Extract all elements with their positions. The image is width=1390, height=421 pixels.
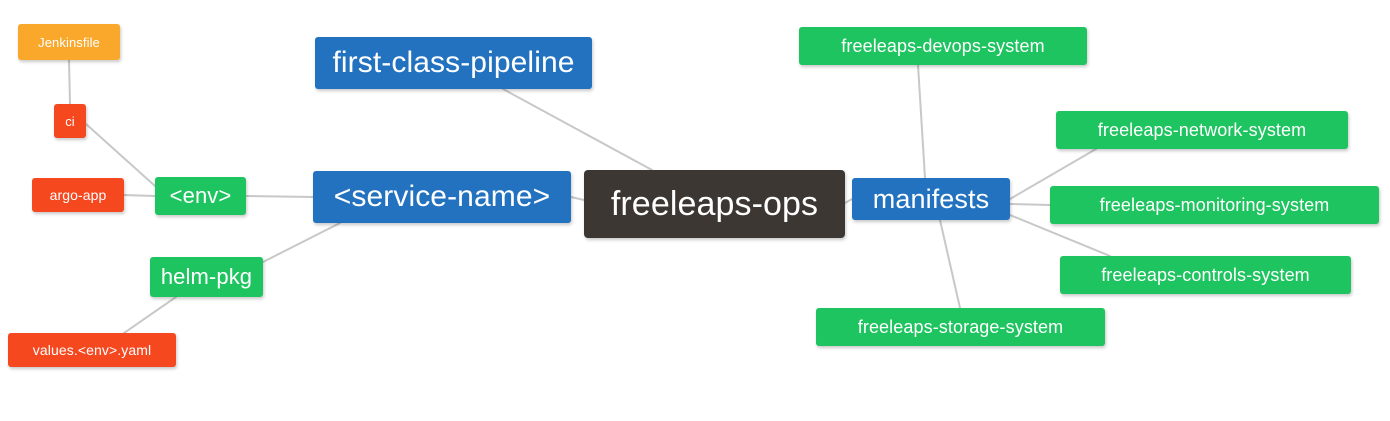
node-label: freeleaps-monitoring-system (1099, 195, 1330, 215)
node-helm-pkg[interactable]: helm-pkg (150, 257, 263, 297)
edge-env-to-service-name (245, 195, 314, 198)
node-jenkinsfile[interactable]: Jenkinsfile (18, 24, 120, 60)
node-label: <service-name> (333, 180, 551, 213)
node-label: values.<env>.yaml (32, 342, 152, 358)
node-label: freeleaps-devops-system (841, 36, 1045, 56)
node-service-name[interactable]: <service-name> (313, 171, 571, 223)
node-controls-system[interactable]: freeleaps-controls-system (1060, 256, 1351, 294)
edge-argo-app-to-env (123, 194, 156, 197)
edge-ci-to-env (85, 123, 156, 187)
edge-service-name-to-helm-pkg (262, 222, 341, 263)
node-label: freeleaps-controls-system (1101, 265, 1310, 285)
node-label: freeleaps-storage-system (857, 317, 1064, 337)
edge-jenkinsfile-to-ci (68, 59, 71, 105)
node-first-class-pipeline[interactable]: first-class-pipeline (315, 37, 592, 89)
node-storage-system[interactable]: freeleaps-storage-system (816, 308, 1105, 346)
node-label: ci (65, 113, 75, 129)
edge-first-class-pipeline-to-freeleaps-ops (502, 88, 653, 171)
node-values-yaml[interactable]: values.<env>.yaml (8, 333, 176, 367)
node-label: manifests (872, 183, 990, 214)
node-label: Jenkinsfile (38, 34, 100, 50)
node-ci[interactable]: ci (54, 104, 86, 138)
node-devops-system[interactable]: freeleaps-devops-system (799, 27, 1087, 65)
node-label: <env> (169, 183, 232, 208)
node-label: freeleaps-network-system (1097, 120, 1307, 140)
node-freeleaps-ops[interactable]: freeleaps-ops (584, 170, 845, 238)
node-env[interactable]: <env> (155, 177, 246, 215)
edge-helm-pkg-to-values-yaml (123, 296, 177, 334)
node-label: argo-app (49, 187, 107, 203)
node-argo-app[interactable]: argo-app (32, 178, 124, 212)
node-label: helm-pkg (160, 264, 253, 289)
edge-manifests-to-monitoring-system (1009, 203, 1051, 206)
node-label: first-class-pipeline (332, 46, 575, 79)
node-label: freeleaps-ops (610, 185, 819, 223)
edge-service-name-to-freeleaps-ops (570, 196, 585, 201)
edge-freeleaps-ops-to-manifests (844, 198, 853, 204)
node-monitoring-system[interactable]: freeleaps-monitoring-system (1050, 186, 1379, 224)
edge-manifests-to-devops-system (917, 64, 926, 179)
node-network-system[interactable]: freeleaps-network-system (1056, 111, 1348, 149)
node-manifests[interactable]: manifests (852, 178, 1010, 220)
edge-manifests-to-storage-system (939, 219, 961, 309)
